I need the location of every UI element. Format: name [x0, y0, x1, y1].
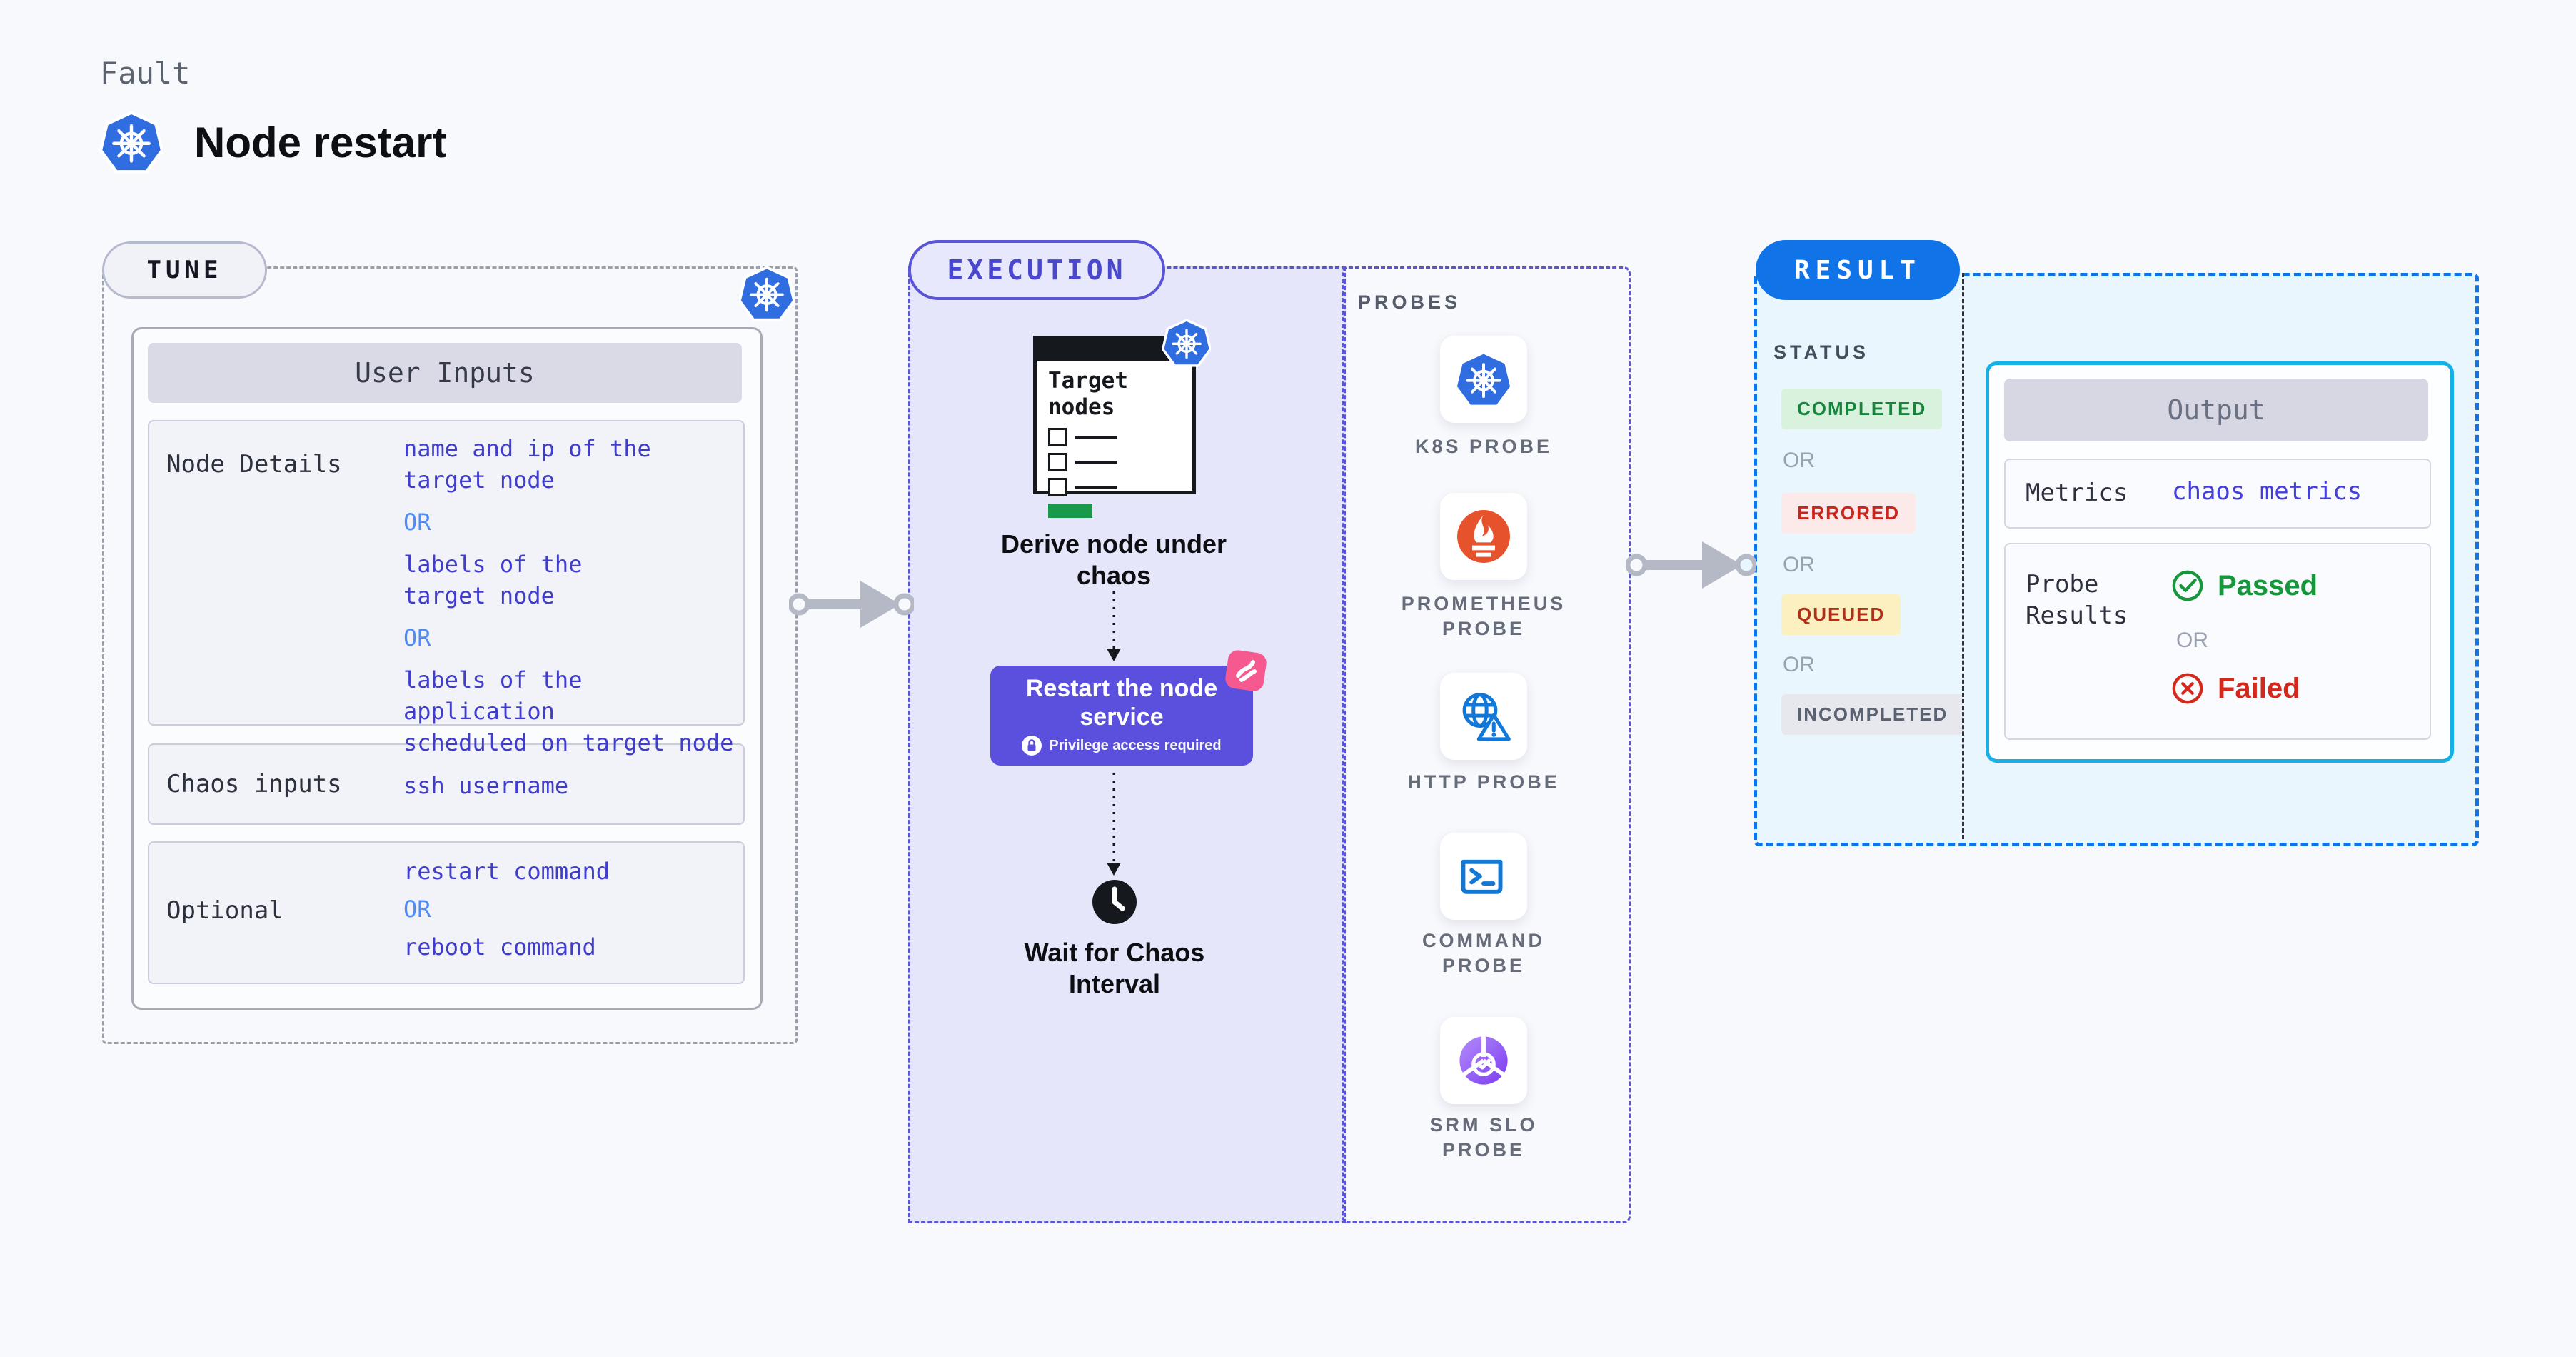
row-value: labels of the application scheduled on t…	[403, 666, 734, 756]
kubernetes-icon	[1162, 319, 1211, 367]
execution-badge: EXECUTION	[908, 240, 1165, 300]
tune-section-box	[102, 266, 798, 1044]
probes-column-title: PROBES	[1358, 291, 1461, 313]
page-title: Node restart	[194, 119, 447, 166]
status-badge: ERRORED	[1781, 493, 1916, 534]
derive-node-label: Derive node under chaos	[1000, 529, 1227, 590]
status-badge: COMPLETED	[1781, 389, 1943, 429]
row-label: Node Details	[166, 450, 342, 479]
metrics-value: chaos metrics	[2172, 477, 2363, 506]
row-value: restart command	[403, 858, 610, 885]
check-circle-icon	[2170, 569, 2205, 603]
or-label: OR	[1783, 553, 1815, 576]
row-values: restart command OR reboot command	[403, 856, 610, 963]
row-label: Chaos inputs	[166, 770, 342, 798]
table-row-node-details	[148, 420, 745, 726]
probe-label: K8S PROBE	[1414, 436, 1553, 457]
globe-alert-icon	[1440, 673, 1527, 760]
clock-icon	[1091, 878, 1138, 926]
or-label: OR	[2176, 629, 2208, 652]
table-row-optional	[148, 841, 745, 984]
probe-results-label: Probe Results	[2026, 570, 2128, 630]
status-column-title: STATUS	[1773, 341, 1869, 363]
row-label: Optional	[166, 896, 283, 925]
tune-badge: TUNE	[102, 241, 267, 299]
kubernetes-icon	[739, 266, 795, 321]
or-label: OR	[403, 896, 431, 923]
checklist-title: Target nodes	[1048, 368, 1128, 420]
prometheus-icon	[1440, 493, 1527, 580]
checklist-icon: Target nodes	[1033, 336, 1196, 518]
passed-label: Passed	[2218, 569, 2318, 601]
row-value: name and ip of the target node	[403, 435, 651, 494]
fault-eyebrow: Fault	[100, 56, 191, 91]
status-badge: INCOMPLETED	[1781, 694, 1964, 735]
arrow-down-icon	[1105, 591, 1122, 663]
restart-node-service-step: Restart the node service Privilege acces…	[990, 666, 1253, 766]
or-label: OR	[1783, 653, 1815, 676]
probe-label: PROMETHEUS PROBE	[1401, 593, 1566, 639]
output-header: Output	[2004, 379, 2428, 441]
status-badge: QUEUED	[1781, 594, 1901, 635]
kubernetes-icon	[100, 111, 163, 174]
user-inputs-header: User Inputs	[148, 343, 742, 403]
terminal-icon	[1440, 833, 1527, 920]
wait-chaos-interval-label: Wait for Chaos Interval	[1024, 938, 1205, 998]
table-row-chaos-inputs	[148, 743, 745, 825]
privilege-note: Privilege access required	[1049, 737, 1222, 753]
result-badge: RESULT	[1756, 240, 1960, 300]
restart-step-title: Restart the node service	[1025, 675, 1218, 731]
metrics-label: Metrics	[2026, 479, 2128, 507]
row-value: reboot command	[403, 933, 596, 961]
passed-indicator: Passed	[2170, 569, 2318, 603]
arrow-right-icon	[789, 571, 914, 637]
row-values: name and ip of the target node OR labels…	[403, 433, 742, 758]
failed-label: Failed	[2218, 672, 2300, 704]
arrow-down-icon	[1105, 773, 1122, 877]
progress-bar	[1048, 504, 1092, 518]
lock-icon	[1022, 736, 1042, 756]
kubernetes-icon	[1440, 336, 1527, 423]
chaos-scribble-icon	[1224, 649, 1268, 693]
probe-label: HTTP PROBE	[1407, 771, 1560, 793]
failed-indicator: Failed	[2170, 671, 2300, 706]
metrics-row	[2004, 459, 2431, 529]
or-label: OR	[403, 624, 431, 651]
probe-label: COMMAND PROBE	[1422, 930, 1545, 976]
status-output-divider	[1962, 273, 1964, 839]
probe-results-row	[2004, 543, 2431, 740]
slo-pie-check-icon	[1440, 1017, 1527, 1104]
or-label: OR	[403, 509, 431, 536]
probe-label: SRM SLO PROBE	[1429, 1114, 1538, 1161]
row-value: labels of the target node	[403, 551, 583, 609]
arrow-right-icon	[1626, 532, 1756, 598]
row-value: ssh username	[403, 772, 569, 799]
or-label: OR	[1783, 449, 1815, 472]
probes-section-box	[1342, 266, 1631, 1223]
x-circle-icon	[2170, 671, 2205, 706]
